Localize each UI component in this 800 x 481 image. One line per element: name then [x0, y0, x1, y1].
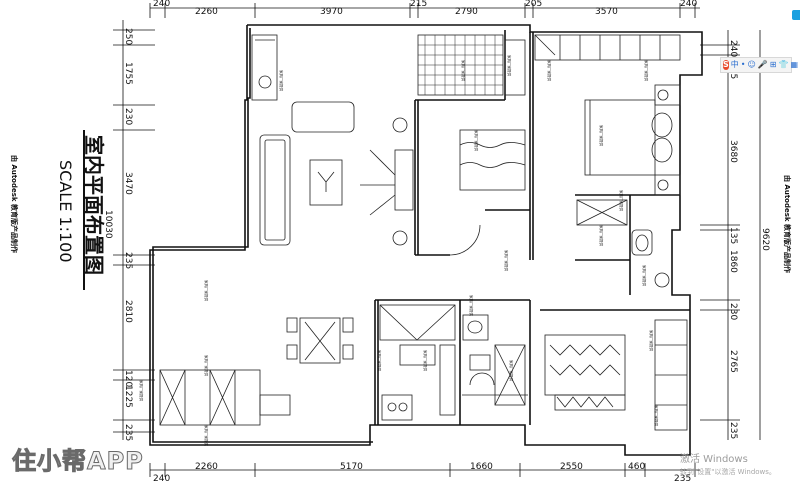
dim-bottom-2: 5170 [340, 462, 363, 472]
ime-voice-icon[interactable]: 🎤 [757, 60, 768, 69]
dim-left-4: 10030 [103, 210, 113, 239]
dim-left-8: 1225 [123, 385, 133, 408]
dim-right-8: 235 [728, 422, 738, 439]
dim-top-2: 3970 [320, 7, 343, 17]
svg-text:家具厂家提供: 家具厂家提供 [507, 55, 512, 76]
windows-activation-notice: 激活 Windows 转到"设置"以激活 Windows。 [680, 454, 776, 478]
drawing-scale: SCALE 1:100 [56, 160, 75, 263]
dim-top-0: 240 [153, 0, 170, 9]
dim-bottom-4: 2550 [560, 462, 583, 472]
app-watermark: 住小帮APP [12, 447, 144, 476]
svg-text:家具厂家提供: 家具厂家提供 [279, 70, 284, 91]
dim-left-9: 235 [123, 424, 133, 441]
side-tab-icon[interactable] [792, 10, 800, 20]
credit-right: 由 Autodesk 教育版产品制作 [783, 175, 792, 273]
drawing-title: 室内平面布置图 [82, 135, 106, 275]
svg-text:家具厂家提供: 家具厂家提供 [461, 60, 466, 81]
svg-text:家具厂家提供: 家具厂家提供 [474, 130, 479, 151]
svg-text:家具厂家提供: 家具厂家提供 [642, 265, 647, 286]
credit-left: 由 Autodesk 教育版产品制作 [10, 155, 19, 253]
dim-right-6: 230 [728, 303, 738, 320]
dim-right-7: 2765 [728, 350, 738, 373]
ime-menu-icon[interactable]: ▦ [790, 60, 799, 69]
svg-text:家具厂家提供: 家具厂家提供 [204, 355, 209, 376]
activation-subtitle: 转到"设置"以激活 Windows。 [680, 468, 776, 476]
svg-text:家具厂家提供: 家具厂家提供 [509, 360, 514, 381]
dim-right-2: 3680 [728, 140, 738, 163]
dim-top-6: 3570 [595, 7, 618, 17]
svg-text:家具厂家提供: 家具厂家提供 [204, 280, 209, 301]
svg-text:家具厂家提供: 家具厂家提供 [547, 60, 552, 81]
svg-text:家具厂家提供: 家具厂家提供 [649, 330, 654, 351]
dim-top-5: 205 [525, 0, 542, 9]
svg-text:家具厂家提供: 家具厂家提供 [377, 350, 382, 371]
dim-top-1: 2260 [195, 7, 218, 17]
dim-left-6: 2810 [123, 300, 133, 323]
dim-bottom-0: 240 [153, 474, 170, 481]
ime-keyboard-icon[interactable]: ⊞ [769, 60, 777, 69]
dim-left-2: 230 [123, 108, 133, 125]
svg-text:家具厂家提供: 家具厂家提供 [654, 405, 659, 426]
activation-title: 激活 Windows [680, 454, 748, 465]
ime-logo-icon[interactable]: S [723, 60, 729, 70]
dim-bottom-1: 2260 [195, 462, 218, 472]
dim-top-7: 240 [680, 0, 697, 9]
svg-text:家具厂家提供: 家具厂家提供 [599, 125, 604, 146]
dim-right-4: 135 [728, 227, 738, 244]
dim-left-5: 235 [123, 252, 133, 269]
dim-bottom-6: 235 [674, 474, 691, 481]
dim-top-3: 215 [410, 0, 427, 9]
dim-right-0: 240 [728, 40, 738, 57]
dim-right-5: 1860 [728, 250, 738, 273]
svg-text:家具厂家提供: 家具厂家提供 [504, 250, 509, 271]
svg-text:家具厂家提供: 家具厂家提供 [469, 295, 474, 316]
dim-left-1: 1755 [123, 62, 133, 85]
svg-text:家具厂家提供: 家具厂家提供 [619, 190, 624, 211]
ime-chinese-toggle[interactable]: 中 [730, 60, 739, 69]
ime-emoji-icon[interactable]: ☺ [747, 60, 756, 69]
svg-text:家具厂家提供: 家具厂家提供 [644, 60, 649, 81]
ime-skin-icon[interactable]: 👕 [778, 60, 789, 69]
svg-text:家具厂家提供: 家具厂家提供 [423, 350, 428, 371]
dim-right-3: 9620 [760, 228, 770, 251]
svg-text:家具厂家提供: 家具厂家提供 [139, 380, 144, 401]
ime-toolbar[interactable]: S 中 • ☺ 🎤 ⊞ 👕 ▦ [720, 57, 798, 73]
dim-left-7: 120 [123, 370, 133, 387]
dim-left-3: 3470 [123, 172, 133, 195]
dim-top-4: 2790 [455, 7, 478, 17]
svg-text:家具厂家提供: 家具厂家提供 [204, 425, 209, 446]
ime-punctuation-icon[interactable]: • [740, 60, 746, 69]
dim-bottom-3: 1660 [470, 462, 493, 472]
dim-bottom-5: 460 [628, 462, 645, 472]
svg-text:家具厂家提供: 家具厂家提供 [599, 225, 604, 246]
dim-left-0: 250 [123, 28, 133, 45]
